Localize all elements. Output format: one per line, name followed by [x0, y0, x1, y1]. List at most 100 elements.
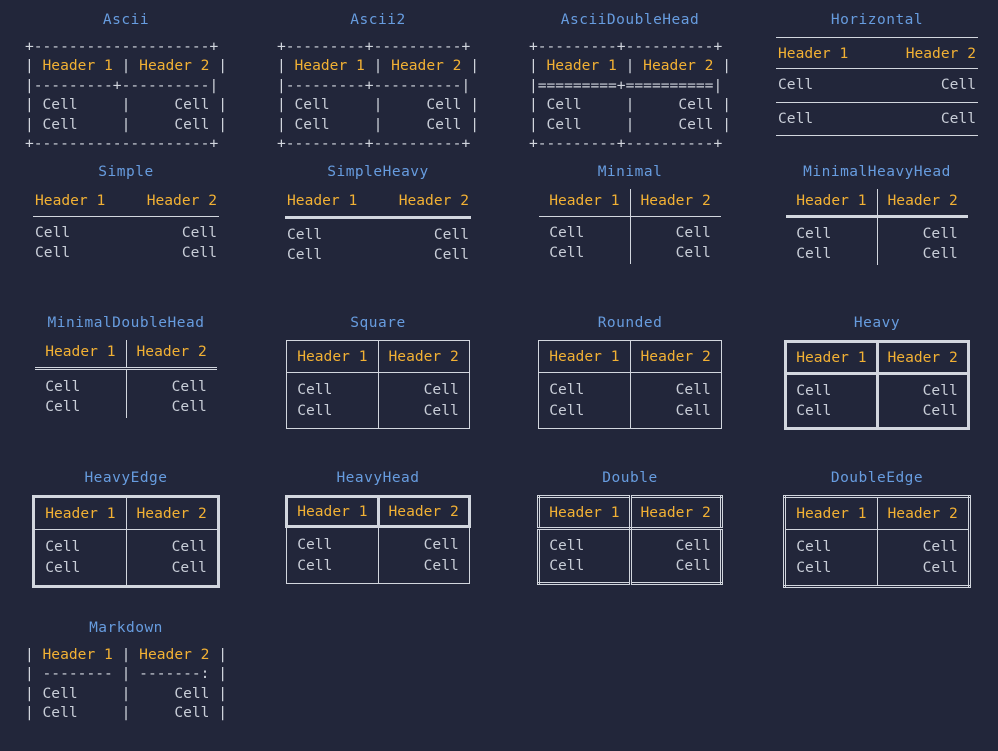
column-header-2: Header 2 — [126, 496, 219, 531]
table-card-ascii2: Ascii2 +---------+----------+ | Header 1… — [252, 0, 504, 152]
cell: Cell — [287, 226, 323, 244]
box-table-square: Header 1 Header 2 Cell Cell Cell Cell — [286, 340, 470, 430]
column-header-2: Header 2 — [378, 189, 471, 220]
table-title: HeavyEdge — [84, 470, 168, 486]
column-header-2: Header 2 — [877, 496, 970, 531]
cell: Cell — [423, 381, 459, 399]
column-header-1: Header 1 — [776, 36, 877, 70]
cell: Cell — [922, 382, 958, 400]
table-card-minimalheavyhead: MinimalHeavyHead Header 1 Header 2 Cell … — [756, 152, 998, 303]
cell: Cell — [786, 216, 878, 244]
cell: Cell — [287, 245, 323, 263]
table-title: DoubleEdge — [830, 470, 924, 486]
box-table-heavyedge: Header 1 Header 2 Cell Cell Cell Cell — [32, 495, 220, 589]
cell: Cell — [675, 243, 711, 261]
column-header-1: Header 1 — [286, 340, 379, 374]
cell: Cell — [35, 224, 71, 242]
box-table-doubleedge: Header 1 Header 2 Cell Cell Cell Cell — [783, 495, 971, 589]
table-card-simpleheavy: SimpleHeavy Header 1 Header 2 Cell Cell … — [252, 152, 504, 303]
column-header-2: Header 2 — [630, 496, 722, 531]
cell: Cell — [675, 537, 711, 555]
table-header-row: Header 1 Header 2 — [35, 340, 217, 371]
cell: Cell — [171, 538, 207, 556]
table-card-markdown: Markdown | Header 1 | Header 2 | | -----… — [0, 608, 252, 749]
box-table-double: Header 1 Header 2 Cell Cell Cell Cell — [537, 495, 723, 586]
table-card-ascii: Ascii +--------------------+ | Header 1 … — [0, 0, 252, 152]
table-row: Cell Cell — [286, 526, 470, 556]
column-header-1: Header 1 — [285, 494, 380, 529]
cell: Cell — [423, 536, 459, 554]
cell: Cell — [776, 68, 877, 103]
table-row: Cell Cell — [786, 216, 968, 244]
table-row: Cell Cell — [538, 400, 722, 429]
table-row: Cell Cell — [538, 372, 722, 401]
column-header-2: Header 2 — [378, 494, 471, 529]
cell: Cell — [675, 224, 711, 242]
box-table-simpleheavy: Header 1 Header 2 Cell Cell Cell Cell — [285, 189, 471, 264]
table-row: Cell Cell — [786, 243, 968, 266]
cell: Cell — [877, 102, 978, 137]
cell: Cell — [286, 526, 379, 556]
table-header-row: Header 1 Header 2 — [539, 189, 721, 218]
cell: Cell — [538, 372, 631, 401]
table-row: Cell Cell — [285, 245, 471, 264]
table-row: Cell Cell — [33, 217, 219, 243]
column-header-2: Header 2 — [126, 340, 217, 371]
cell: Cell — [423, 401, 459, 419]
table-title: AsciiDoubleHead — [560, 12, 700, 28]
cell: Cell — [35, 243, 71, 261]
cell: Cell — [784, 529, 878, 558]
table-header-row: Header 1 Header 2 — [286, 340, 470, 374]
column-header-2: Header 2 — [877, 36, 978, 70]
cell: Cell — [181, 243, 217, 261]
table-title: Markdown — [89, 620, 163, 636]
table-row: Cell Cell — [776, 68, 978, 103]
table-row: Cell Cell — [286, 400, 470, 429]
cell: Cell — [286, 372, 379, 401]
cell: Cell — [785, 400, 879, 429]
column-header-1: Header 1 — [538, 340, 631, 374]
column-header-2: Header 2 — [877, 189, 968, 219]
table-title: MinimalDoubleHead — [47, 315, 205, 331]
table-header-row: Header 1 Header 2 — [285, 494, 471, 529]
table-title: Double — [602, 470, 658, 486]
cell: Cell — [35, 396, 127, 419]
table-card-heavyhead: HeavyHead Header 1 Header 2 Cell Cell Ce… — [252, 458, 504, 608]
column-header-2: Header 2 — [630, 340, 722, 374]
box-table-rounded: Header 1 Header 2 Cell Cell Cell Cell — [538, 340, 722, 430]
ascii-table-markdown: | Header 1 | Header 2 | | -------- | ---… — [24, 646, 228, 722]
table-row: Cell Cell — [776, 102, 978, 137]
column-header-1: Header 1 — [538, 496, 632, 531]
cell: Cell — [539, 216, 631, 243]
table-row: Cell Cell — [539, 242, 721, 265]
table-title: MinimalHeavyHead — [803, 164, 951, 180]
table-title: Square — [350, 315, 406, 331]
cell: Cell — [538, 400, 631, 429]
table-row: Cell Cell — [784, 557, 970, 587]
table-card-simple: Simple Header 1 Header 2 Cell Cell Cell … — [0, 152, 252, 303]
table-header-row: Header 1 Header 2 — [33, 496, 219, 531]
table-header-row: Header 1 Header 2 — [785, 341, 969, 376]
table-card-rounded: Rounded Header 1 Header 2 Cell Cell Cell… — [504, 303, 756, 458]
table-title: HeavyHead — [336, 470, 420, 486]
cell: Cell — [286, 400, 379, 429]
box-table-minimaldoublehead: Header 1 Header 2 Cell Cell Cell Cell — [35, 340, 217, 419]
column-header-1: Header 1 — [35, 340, 127, 371]
column-header-1: Header 1 — [285, 189, 378, 220]
table-header-row: Header 1 Header 2 — [538, 496, 722, 531]
table-title: Minimal — [597, 164, 663, 180]
table-header-row: Header 1 Header 2 — [784, 496, 970, 531]
table-title: Simple — [98, 164, 154, 180]
table-header-row: Header 1 Header 2 — [285, 189, 471, 220]
column-header-1: Header 1 — [784, 496, 878, 531]
cell: Cell — [538, 528, 632, 556]
box-table-heavy: Header 1 Header 2 Cell Cell Cell Cell — [784, 340, 970, 431]
table-card-asciidoublehead: AsciiDoubleHead +---------+----------+ |… — [504, 0, 756, 152]
ascii-table-ascii: +--------------------+ | Header 1 | Head… — [24, 38, 228, 153]
table-title: Horizontal — [830, 12, 924, 28]
box-table-minimalheavyhead: Header 1 Header 2 Cell Cell Cell Cell — [786, 189, 968, 266]
cell: Cell — [922, 558, 958, 576]
cell: Cell — [286, 555, 379, 584]
table-card-doubleedge: DoubleEdge Header 1 Header 2 Cell Cell C… — [756, 458, 998, 608]
